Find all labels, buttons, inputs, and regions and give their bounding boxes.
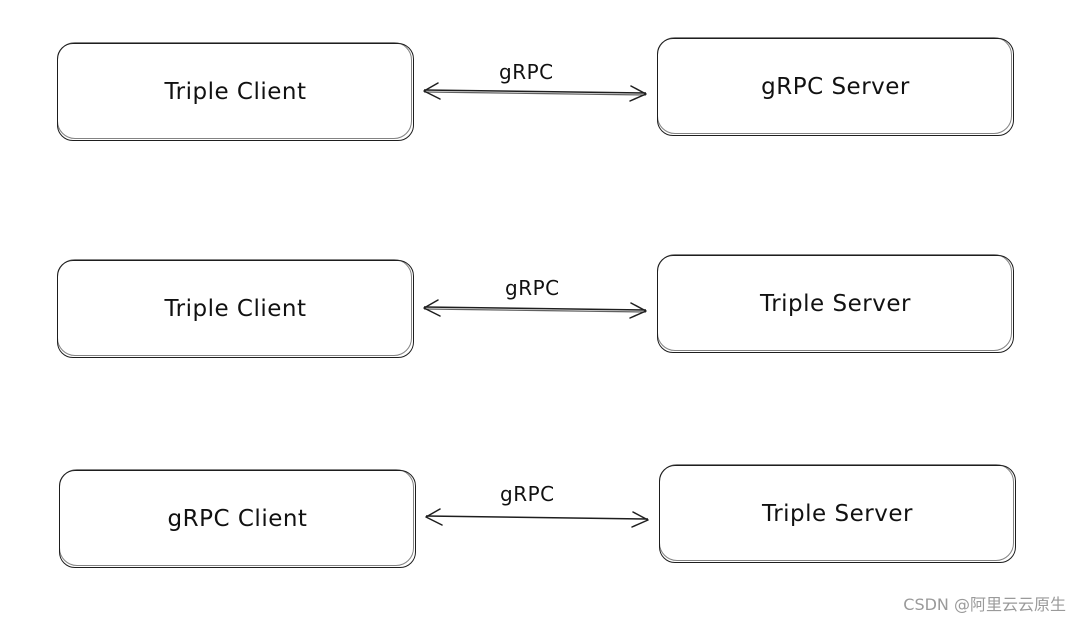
client-box-label: Triple Client <box>164 79 307 105</box>
server-box-label: Triple Server <box>762 501 913 527</box>
server-box: Triple Server <box>659 464 1016 563</box>
client-box-label: Triple Client <box>164 296 307 322</box>
bidirectional-arrow <box>423 82 647 102</box>
bidirectional-arrow <box>423 299 647 319</box>
server-box: Triple Server <box>657 254 1014 353</box>
client-box: Triple Client <box>57 259 414 358</box>
protocol-label: gRPC <box>499 60 554 84</box>
protocol-label: gRPC <box>500 482 555 506</box>
watermark: CSDN @阿里云云原生 <box>903 595 1066 614</box>
client-box-label: gRPC Client <box>167 506 308 532</box>
server-box-label: gRPC Server <box>761 74 910 100</box>
server-box: gRPC Server <box>657 37 1014 136</box>
server-box-label: Triple Server <box>760 291 911 317</box>
bidirectional-arrow <box>425 508 649 528</box>
client-box: gRPC Client <box>59 469 416 568</box>
protocol-label: gRPC <box>505 276 560 300</box>
client-box: Triple Client <box>57 42 414 141</box>
